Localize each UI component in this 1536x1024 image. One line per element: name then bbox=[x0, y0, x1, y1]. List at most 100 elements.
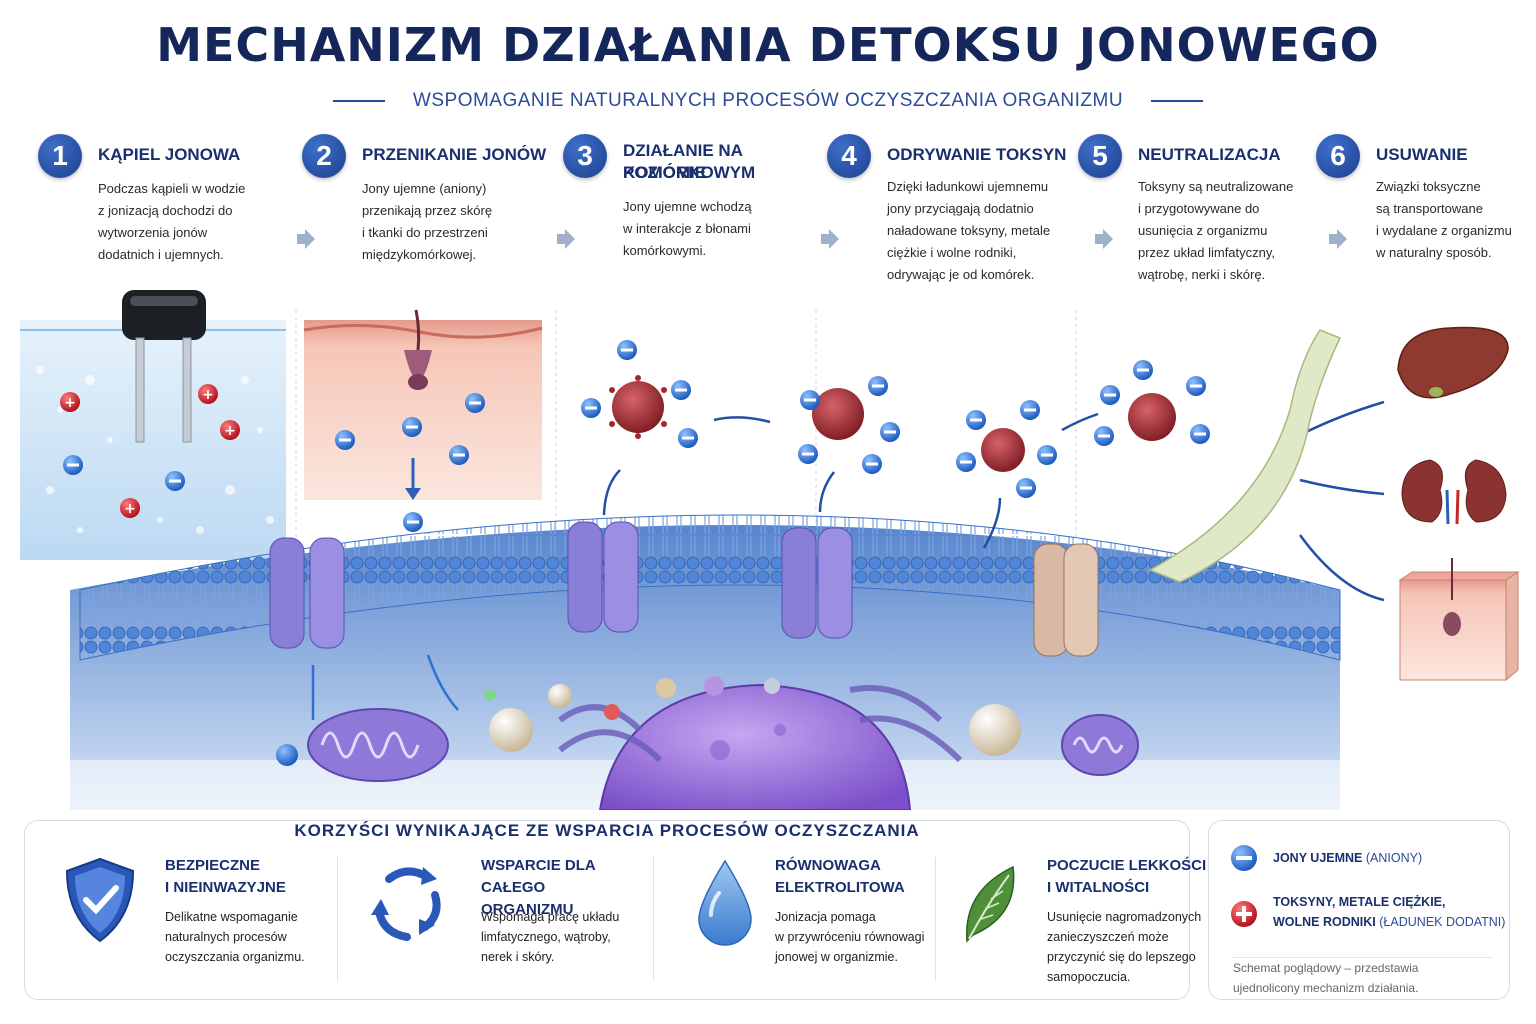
ion-channel-protein bbox=[269, 537, 345, 649]
step-description-line: jony przyciągają dodatnio bbox=[887, 201, 1034, 216]
toxin-cluster-bound-ions bbox=[1094, 360, 1210, 446]
svg-text:+: + bbox=[202, 387, 214, 403]
benefit-text: w przywróceniu równowagi bbox=[775, 930, 925, 944]
step-description-line: przez układ limfatyczny, bbox=[1138, 245, 1276, 260]
benefit-heading: CAŁEGO ORGANIZMU bbox=[481, 879, 574, 918]
page-title: MECHANIZM DZIAŁANIA DETOKSU JONOWEGO bbox=[156, 18, 1380, 72]
step-description-line: wytworzenia jonów bbox=[98, 225, 208, 240]
mitochondrion-icon bbox=[307, 708, 449, 782]
step-description-line: z jonizacją dochodzi do bbox=[98, 203, 233, 218]
positive-ion-icon: + bbox=[220, 420, 240, 440]
step-description-line: ciężkie i wolne rodniki, bbox=[887, 245, 1017, 260]
negative-ion-icon bbox=[449, 445, 469, 465]
legend-positive-toxins: WOLNE RODNIKI (ŁADUNEK DODATNI) bbox=[1273, 911, 1505, 933]
legend-panel: JONY UJEMNE (ANIONY) TOKSYNY, METALE CIĘ… bbox=[1208, 820, 1510, 1000]
liver-icon bbox=[1397, 326, 1509, 399]
ion-channel-protein bbox=[781, 527, 853, 639]
toxin-cluster-bound-ions bbox=[581, 340, 698, 448]
legend-negative-label: JONY UJEMNE bbox=[1273, 851, 1363, 865]
step-description-line: i wydalane z organizmu bbox=[1376, 223, 1512, 238]
benefit-heading: I WITALNOŚCI bbox=[1047, 879, 1150, 896]
step-chevron-icon bbox=[557, 229, 575, 249]
benefit-whole-body: WSPARCIE DLA CAŁEGO ORGANIZMU Wspomaga p… bbox=[369, 853, 639, 993]
step-description-line: są transportowane bbox=[1376, 201, 1483, 216]
skin-block-icon bbox=[1398, 558, 1520, 682]
benefits-panel: KORZYŚCI WYNIKAJĄCE ZE WSPARCIA PROCESÓW… bbox=[24, 820, 1206, 1000]
benefit-text: Delikatne wspomaganie bbox=[165, 910, 298, 924]
step-number-badge: 1 bbox=[38, 134, 82, 178]
step-description-line: dodatnich i ujemnych. bbox=[98, 247, 224, 262]
cell-membrane-illustration: + + + + bbox=[20, 290, 1520, 810]
positive-ion-icon: + bbox=[60, 392, 80, 412]
legend-footnote-line: Schemat poglądowy – przedstawia bbox=[1233, 961, 1419, 975]
step-title: PRZENIKANIE JONÓW bbox=[362, 145, 547, 164]
toxin-cluster-bound-ions bbox=[798, 376, 900, 474]
benefit-vitality: POCZUCIE LEKKOŚCI I WITALNOŚCI Usunięcie… bbox=[959, 853, 1229, 993]
benefits-title: KORZYŚCI WYNIKAJĄCE ZE WSPARCIA PROCESÓW… bbox=[294, 821, 920, 840]
step-number-badge: 2 bbox=[302, 134, 346, 178]
benefit-text: nerek i skóry. bbox=[481, 950, 555, 964]
step-description-line: międzykomórkowej. bbox=[362, 247, 477, 262]
step-title: NEUTRALIZACJA bbox=[1138, 145, 1281, 164]
step-description-line: odrywając je od komórek. bbox=[887, 267, 1035, 282]
step-number-badge: 5 bbox=[1078, 134, 1122, 178]
legend-positive-line-2: WOLNE RODNIKI bbox=[1273, 915, 1376, 929]
benefit-text: przyczynić się do lepszego bbox=[1047, 950, 1196, 964]
mitochondrion-icon bbox=[1061, 714, 1139, 776]
skin-section bbox=[304, 320, 542, 500]
step-description-line: Związki toksyczne bbox=[1376, 179, 1481, 194]
benefit-text: Jonizacja pomaga bbox=[775, 910, 876, 924]
step-description-line: naładowane toksyny, metale bbox=[887, 223, 1051, 238]
step-title: USUWANIE bbox=[1376, 145, 1468, 164]
water-drop-icon bbox=[698, 859, 752, 946]
step-number-badge: 4 bbox=[827, 134, 871, 178]
positive-ion-icon: + bbox=[120, 498, 140, 518]
negative-ion-icon bbox=[465, 393, 485, 413]
step-title: KĄPIEL JONOWA bbox=[98, 145, 241, 164]
benefit-text: samopoczucia. bbox=[1047, 970, 1131, 984]
transport-channel-protein bbox=[1033, 543, 1099, 657]
benefit-text: naturalnych procesów bbox=[165, 930, 287, 944]
lymph-vessel bbox=[1148, 329, 1342, 583]
positive-ion-legend-icon bbox=[1231, 901, 1257, 927]
divider bbox=[337, 857, 338, 981]
benefit-heading: BEZPIECZNE bbox=[165, 857, 261, 874]
nucleus-icon bbox=[598, 683, 912, 810]
benefit-heading: I NIEINWAZYJNE bbox=[165, 879, 286, 896]
step-chevron-icon bbox=[1095, 229, 1113, 249]
divider bbox=[653, 857, 654, 981]
subtitle-rule-right bbox=[1151, 100, 1204, 102]
step-description-line: w interakcje z błonami bbox=[623, 221, 751, 236]
step-chevron-icon bbox=[821, 229, 839, 249]
step-description-line: Dzięki ładunkowi ujemnemu bbox=[887, 179, 1049, 194]
step-number-badge: 3 bbox=[563, 134, 607, 178]
step-description-line: usunięcia z organizmu bbox=[1138, 223, 1268, 238]
benefit-text: limfatycznego, wątroby, bbox=[481, 930, 611, 944]
step-description-line: wątrobę, nerki i skórę. bbox=[1138, 267, 1266, 282]
legend-positive-line-1: TOKSYNY, METALE CIĘŻKIE, bbox=[1273, 895, 1446, 909]
water-bath bbox=[20, 320, 286, 560]
step-description-line: Jony ujemne wchodzą bbox=[623, 199, 752, 214]
step-description-line: i przygotowywane do bbox=[1138, 201, 1260, 216]
legend-footnote-line: ujednolicony mechanizm działania. bbox=[1233, 981, 1419, 995]
negative-ion-icon bbox=[402, 417, 422, 437]
inflow-arrow-icon bbox=[311, 654, 459, 720]
step-description-line: komórkowymi. bbox=[623, 243, 707, 258]
step-description-line: i tkanki do przestrzeni bbox=[362, 225, 488, 240]
kidneys-icon bbox=[1401, 459, 1507, 525]
benefit-text: jonowej w organizmie. bbox=[775, 950, 898, 964]
svg-text:+: + bbox=[64, 395, 76, 411]
benefit-electrolyte-balance: RÓWNOWAGA ELEKTROLITOWA Jonizacja pomaga… bbox=[689, 853, 959, 993]
ion-channel-protein bbox=[567, 521, 639, 633]
step-description-line: w naturalny sposób. bbox=[1376, 245, 1492, 260]
benefit-heading: RÓWNOWAGA bbox=[775, 857, 881, 874]
step-description-line: przenikają przez skórę bbox=[362, 203, 493, 218]
negative-ion-icon bbox=[335, 430, 355, 450]
negative-ion-icon bbox=[403, 512, 423, 532]
step-title: DZIAŁANIE NA POZIOMIE bbox=[623, 141, 743, 182]
negative-ion-legend-icon bbox=[1231, 845, 1257, 871]
subtitle-rule-left bbox=[332, 100, 385, 102]
step-chevron-icon bbox=[297, 229, 315, 249]
subtitle-row: WSPOMAGANIE NATURALNYCH PROCESÓW OCZYSZC… bbox=[0, 88, 1536, 114]
benefit-text: Usunięcie nagromadzonych bbox=[1047, 910, 1202, 924]
